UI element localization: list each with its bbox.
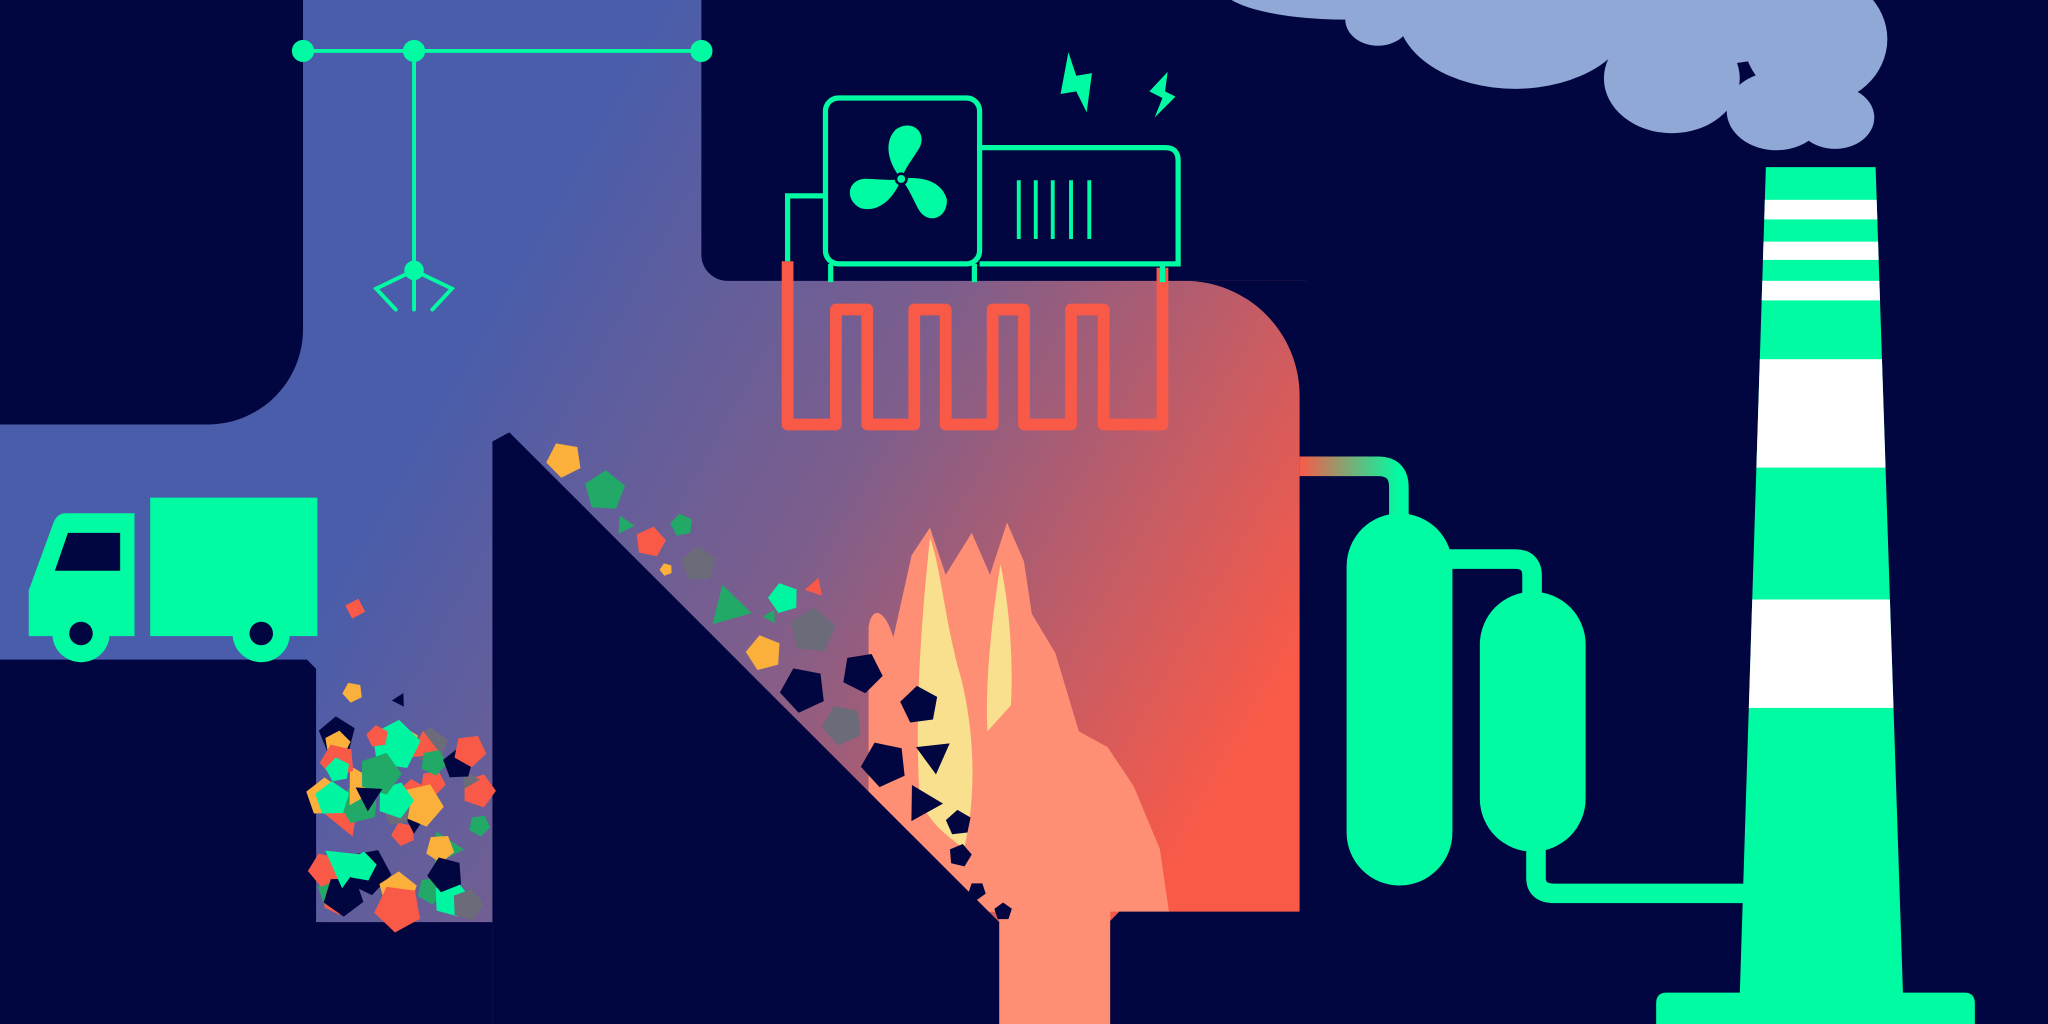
waste-piece <box>345 598 366 619</box>
waste-piece <box>426 836 455 863</box>
lightning-icon <box>1060 52 1176 118</box>
waste-piece <box>762 609 775 624</box>
pipes <box>1299 456 1751 904</box>
waste-piece <box>659 563 672 576</box>
waste-piece <box>402 784 444 827</box>
waste-piece <box>968 883 986 900</box>
waste-piece <box>636 526 666 557</box>
waste-piece <box>843 653 883 694</box>
waste-piece <box>323 878 364 917</box>
waste-piece <box>427 857 462 893</box>
waste-piece <box>391 693 404 707</box>
waste-piece <box>325 850 367 889</box>
waste-piece <box>454 735 487 768</box>
waste-piece <box>325 757 349 782</box>
fan-icon <box>850 125 947 219</box>
waste-piece <box>585 470 625 509</box>
waste-piece <box>790 607 836 652</box>
waste-piece <box>366 725 388 747</box>
waste-piece <box>860 742 905 788</box>
fan-machine <box>784 95 1181 283</box>
waste-piece <box>900 685 938 723</box>
waste-piece <box>469 815 491 837</box>
waste-piece <box>618 515 635 534</box>
waste-piece <box>355 787 383 812</box>
waste-piece <box>994 902 1012 920</box>
waste-pile <box>306 443 1012 933</box>
waste-piece <box>681 545 716 580</box>
waste-piece <box>804 577 822 596</box>
waste-piece <box>768 583 797 613</box>
waste-piece <box>915 743 950 775</box>
heating-coil <box>781 261 1169 431</box>
claw-crane-icon <box>291 39 713 312</box>
vent-bars <box>1016 180 1092 240</box>
waste-piece <box>670 513 693 536</box>
waste-piece <box>546 443 581 478</box>
waste-piece <box>362 752 402 795</box>
truck-icon <box>28 497 318 663</box>
waste-piece <box>315 781 350 814</box>
waste-piece <box>342 682 362 703</box>
waste-piece <box>421 749 448 776</box>
tank-icon <box>1346 513 1586 886</box>
waste-piece <box>712 584 752 625</box>
waste-piece <box>411 730 441 758</box>
chimney-stripes <box>1739 199 1904 708</box>
waste-piece <box>453 888 484 921</box>
waste-piece <box>945 809 971 835</box>
waste-piece <box>391 822 414 846</box>
chimney-icon <box>1656 167 1975 1024</box>
waste-piece <box>821 705 861 746</box>
cloud-icon <box>1231 0 1888 151</box>
waste-piece <box>745 635 780 671</box>
waste-piece <box>949 844 972 867</box>
waste-piece <box>374 886 421 933</box>
waste-piece <box>911 784 944 822</box>
waste-piece <box>779 668 824 713</box>
